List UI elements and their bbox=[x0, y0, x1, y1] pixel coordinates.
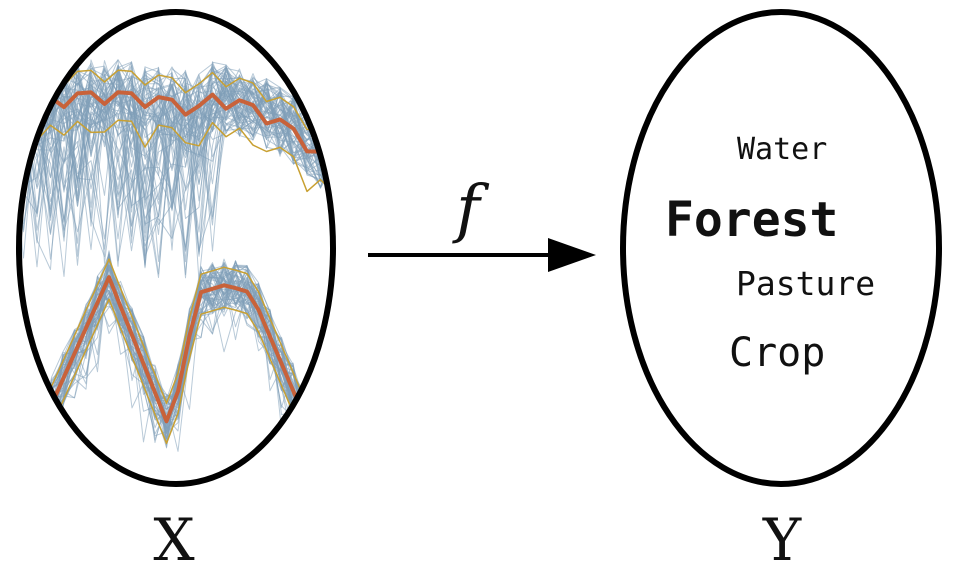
upper-signal-trace bbox=[19, 68, 333, 248]
output-set-label: Y bbox=[762, 506, 802, 568]
upper-signal-trace bbox=[19, 64, 333, 261]
mapping-label: f bbox=[452, 172, 490, 246]
upper-signal-trace bbox=[19, 69, 333, 260]
upper-signal-trace bbox=[19, 75, 333, 251]
output-set-ellipse bbox=[620, 9, 942, 487]
class-label-water: Water bbox=[737, 132, 827, 167]
upper-signal-trace bbox=[19, 66, 333, 240]
class-label-pasture: Pasture bbox=[736, 264, 875, 303]
mapping-arrow: f bbox=[368, 172, 596, 272]
input-set-x bbox=[16, 9, 336, 487]
arrow-head-icon bbox=[548, 238, 596, 272]
upper-signal-trace bbox=[19, 67, 333, 256]
lower-signal-trace bbox=[39, 270, 317, 471]
class-label-crop: Crop bbox=[729, 330, 825, 376]
upper-signal-trace bbox=[19, 66, 333, 158]
input-set-ellipse bbox=[16, 9, 336, 487]
signal-traces bbox=[19, 59, 333, 484]
input-set-label: X bbox=[153, 506, 195, 568]
lower-median-line bbox=[38, 275, 318, 445]
lower-band-top bbox=[39, 258, 317, 427]
upper-signal-trace bbox=[19, 60, 333, 168]
upper-signal-trace bbox=[19, 77, 333, 262]
lower-band-bottom bbox=[39, 298, 317, 467]
class-label-forest: Forest bbox=[665, 192, 838, 248]
output-set-y: Water Forest Pasture Crop bbox=[620, 9, 942, 487]
upper-band-bottom bbox=[19, 119, 333, 194]
upper-signal-trace bbox=[19, 72, 333, 264]
upper-signal-trace bbox=[19, 61, 333, 250]
upper-median-line bbox=[19, 90, 333, 167]
lower-signal-trace bbox=[39, 292, 317, 448]
